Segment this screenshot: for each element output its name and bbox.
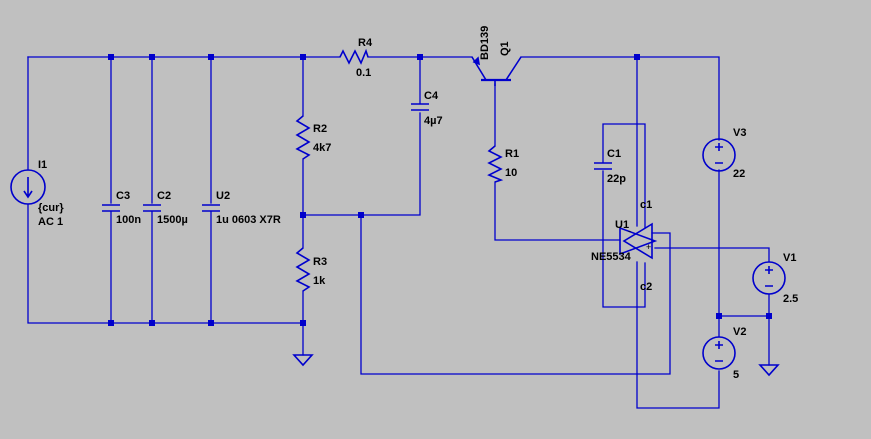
- resistor-icon[interactable]: [487, 145, 504, 183]
- i1-name: I1: [38, 159, 47, 171]
- q1-name: Q1: [499, 41, 511, 56]
- u1-plus-pin: +: [646, 242, 651, 252]
- r3-value: 1k: [313, 275, 326, 287]
- u1-name: U1: [615, 219, 629, 231]
- capacitor-icon[interactable]: [411, 103, 429, 111]
- resistor-icon[interactable]: [295, 247, 311, 292]
- ground-icon: [292, 354, 314, 367]
- capacitor-icon[interactable]: [594, 162, 612, 170]
- v3-value: 22: [733, 168, 745, 180]
- wire-c4[interactable]: [302, 56, 421, 216]
- i1-value: {cur}: [38, 202, 64, 214]
- c2-name: C2: [157, 190, 171, 202]
- junctions: [108, 54, 772, 326]
- ground-icon: [758, 364, 780, 377]
- r2-name: R2: [313, 123, 327, 135]
- capacitor-icon[interactable]: [143, 204, 161, 212]
- c2-value: 1500µ: [157, 214, 188, 226]
- u1-c1-pin: c1: [640, 199, 652, 211]
- r3-name: R3: [313, 256, 327, 268]
- resistor-icon[interactable]: [339, 48, 369, 65]
- wire-r1-to-inverting[interactable]: [494, 83, 621, 241]
- voltage-source-icon[interactable]: [752, 261, 786, 295]
- resistor-icon[interactable]: [295, 115, 311, 160]
- c4-value: 4µ7: [424, 115, 443, 127]
- current-source-icon[interactable]: [10, 169, 46, 205]
- r1-name: R1: [505, 148, 519, 160]
- v2-value: 5: [733, 369, 739, 381]
- wire-feedback[interactable]: [360, 214, 671, 375]
- r1-value: 10: [505, 167, 517, 179]
- r4-value: 0.1: [356, 67, 371, 79]
- capacitor-icon[interactable]: [102, 204, 120, 212]
- u1-minus-pin: -: [628, 226, 631, 236]
- wire-emitter-to-v3[interactable]: [520, 56, 720, 141]
- v1-value: 2.5: [783, 293, 798, 305]
- c4-name: C4: [424, 90, 439, 102]
- c3-value: 100n: [116, 214, 141, 226]
- u1-c2-pin: c2: [640, 281, 652, 293]
- c1-name: C1: [607, 148, 621, 160]
- r4-name: R4: [358, 37, 373, 49]
- wires[interactable]: [27, 56, 770, 409]
- wire-v1[interactable]: [654, 247, 770, 366]
- wire-output-to-v2[interactable]: [636, 261, 720, 409]
- r2-value: 4k7: [313, 142, 331, 154]
- pnp-transistor-icon[interactable]: [471, 56, 522, 86]
- v1-name: V1: [783, 252, 796, 264]
- v2-name: V2: [733, 326, 746, 338]
- u2-value: 1u 0603 X7R: [216, 214, 281, 226]
- v3-name: V3: [733, 127, 746, 139]
- c3-name: C3: [116, 190, 130, 202]
- i1-ac: AC 1: [38, 216, 63, 228]
- q1-value: BD139: [479, 26, 491, 60]
- u2-name: U2: [216, 190, 230, 202]
- wire-c1-loop[interactable]: [602, 123, 646, 308]
- u1-value: NE5534: [591, 251, 632, 263]
- c1-value: 22p: [607, 173, 626, 185]
- capacitor-icon[interactable]: [202, 204, 220, 212]
- voltage-source-icon[interactable]: [702, 138, 736, 172]
- opamp-icon[interactable]: [619, 222, 658, 260]
- voltage-source-icon[interactable]: [702, 336, 736, 370]
